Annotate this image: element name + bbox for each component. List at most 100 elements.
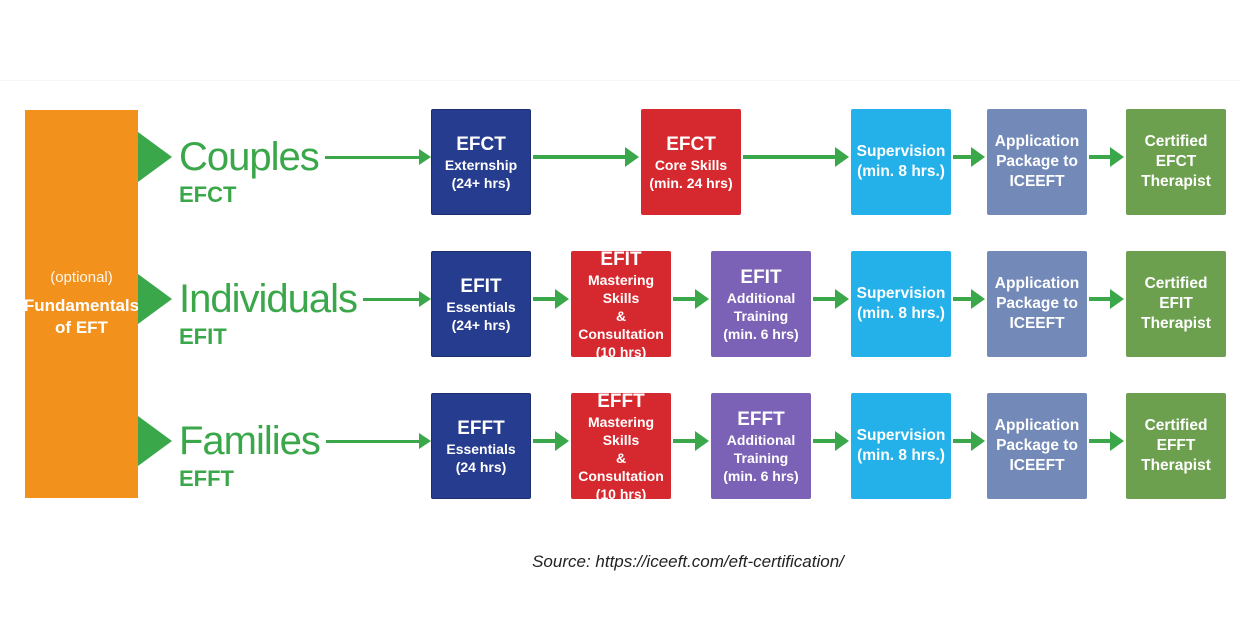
branch-triangle-icon — [138, 274, 172, 324]
step-line: Training — [733, 307, 789, 324]
step-line: Therapist — [1141, 457, 1211, 474]
step-line: (min. 8 hrs.) — [857, 163, 945, 180]
box-supervision-families: Supervision (min. 8 hrs.) — [851, 393, 951, 499]
flow-arrow — [533, 147, 639, 167]
step-title: EFIT — [600, 248, 642, 270]
box-certified-efft-therapist: Certified EFFT Therapist — [1126, 393, 1226, 499]
box-efct-externship: EFCT Externship (24+ hrs) — [431, 109, 531, 215]
step-title: EFCT — [456, 133, 506, 155]
box-certified-efct-therapist: Certified EFCT Therapist — [1126, 109, 1226, 215]
row-label-text: Families EFFT — [179, 415, 321, 491]
branch-triangle-icon — [138, 132, 172, 182]
arrowhead-icon — [971, 147, 985, 167]
row-label-individuals: Individuals EFIT — [138, 273, 431, 357]
box-efit-additional-training: EFIT Additional Training (min. 6 hrs) — [711, 251, 811, 357]
step-line: Mastering Skills — [587, 413, 655, 448]
box-efit-essentials: EFIT Essentials (24+ hrs) — [431, 251, 531, 357]
step-line: Mastering Skills — [587, 271, 655, 306]
step-title: EFIT — [740, 266, 782, 288]
flow-arrow — [953, 289, 985, 309]
step-line: (24 hrs) — [455, 458, 507, 475]
flow-arrow — [1089, 289, 1124, 309]
fundamentals-title-line1: Fundamentals — [23, 296, 140, 315]
step-line: (24+ hrs) — [451, 174, 511, 191]
row-label-couples: Couples EFCT — [138, 131, 431, 215]
row-name: Families — [179, 419, 321, 463]
flow-arrow — [533, 431, 569, 451]
step-line: Essentials — [446, 298, 516, 315]
row-label-text: Individuals EFIT — [179, 273, 358, 349]
box-supervision-couples: Supervision (min. 8 hrs.) — [851, 109, 951, 215]
step-line: Essentials — [446, 440, 516, 457]
flow-arrow — [324, 131, 431, 183]
step-line: ICEEFT — [1009, 173, 1065, 190]
flow-arrow — [813, 289, 849, 309]
row-name: Couples — [179, 135, 320, 179]
arrowhead-icon — [625, 147, 639, 167]
step-line: Application — [994, 133, 1080, 150]
step-title: EFFT — [457, 417, 505, 439]
flow-arrow — [533, 289, 569, 309]
step-line: Core Skills — [654, 156, 728, 173]
source-caption: Source: https://iceeft.com/eft-certifica… — [532, 552, 844, 571]
card-top-edge — [0, 80, 1240, 81]
box-application-package-couples: Application Package to ICEEFT — [987, 109, 1087, 215]
arrowhead-icon — [835, 289, 849, 309]
row-label-families: Families EFFT — [138, 415, 431, 499]
flow-arrow — [363, 273, 431, 325]
flow-arrow — [1089, 431, 1124, 451]
step-line: (min. 8 hrs.) — [857, 447, 945, 464]
arrowhead-icon — [695, 289, 709, 309]
step-line: Certified EFFT — [1144, 417, 1208, 454]
step-line: ICEEFT — [1009, 457, 1065, 474]
step-line: Certified EFCT — [1144, 133, 1208, 170]
arrowhead-icon — [971, 289, 985, 309]
step-line: (10 hrs) — [595, 485, 647, 502]
flow-arrow — [953, 431, 985, 451]
step-line: Application — [994, 417, 1080, 434]
step-line: (min. 6 hrs) — [723, 467, 799, 484]
arrowhead-icon — [419, 291, 431, 307]
flow-arrow — [325, 415, 431, 467]
row-label-text: Couples EFCT — [179, 131, 320, 207]
step-line: Package to — [996, 295, 1078, 312]
step-line: (24+ hrs) — [451, 316, 511, 333]
flow-arrow — [953, 147, 985, 167]
step-title: EFCT — [666, 133, 716, 155]
box-efft-essentials: EFFT Essentials (24 hrs) — [431, 393, 531, 499]
step-line: (min. 8 hrs.) — [857, 305, 945, 322]
step-line: Supervision — [856, 427, 946, 444]
step-line: Supervision — [856, 143, 946, 160]
arrowhead-icon — [555, 289, 569, 309]
step-line: Additional — [726, 289, 796, 306]
step-line: Certified EFIT — [1144, 275, 1208, 312]
flow-arrow — [673, 289, 709, 309]
box-efct-core-skills: EFCT Core Skills (min. 24 hrs) — [641, 109, 741, 215]
step-line: Training — [733, 449, 789, 466]
step-line: Supervision — [856, 285, 946, 302]
step-line: Externship — [444, 156, 518, 173]
flow-arrow — [743, 147, 849, 167]
box-certified-efit-therapist: Certified EFIT Therapist — [1126, 251, 1226, 357]
step-line: Therapist — [1141, 173, 1211, 190]
arrowhead-icon — [419, 433, 431, 449]
step-line: Additional — [726, 431, 796, 448]
flow-arrow — [673, 431, 709, 451]
step-line: (10 hrs) — [595, 343, 647, 360]
arrowhead-icon — [1110, 431, 1124, 451]
step-line: Therapist — [1141, 315, 1211, 332]
box-supervision-individuals: Supervision (min. 8 hrs.) — [851, 251, 951, 357]
box-efit-mastering-skills: EFIT Mastering Skills & Consultation (10… — [571, 248, 671, 360]
fundamentals-box: (optional) Fundamentals of EFT — [23, 110, 140, 498]
flow-arrow — [1089, 147, 1124, 167]
flow-arrow — [813, 431, 849, 451]
arrowhead-icon — [835, 147, 849, 167]
row-code: EFCT — [179, 182, 237, 207]
row-code: EFIT — [179, 324, 227, 349]
step-line: Application — [994, 275, 1080, 292]
arrowhead-icon — [555, 431, 569, 451]
arrowhead-icon — [1110, 147, 1124, 167]
step-line: Package to — [996, 437, 1078, 454]
arrowhead-icon — [971, 431, 985, 451]
